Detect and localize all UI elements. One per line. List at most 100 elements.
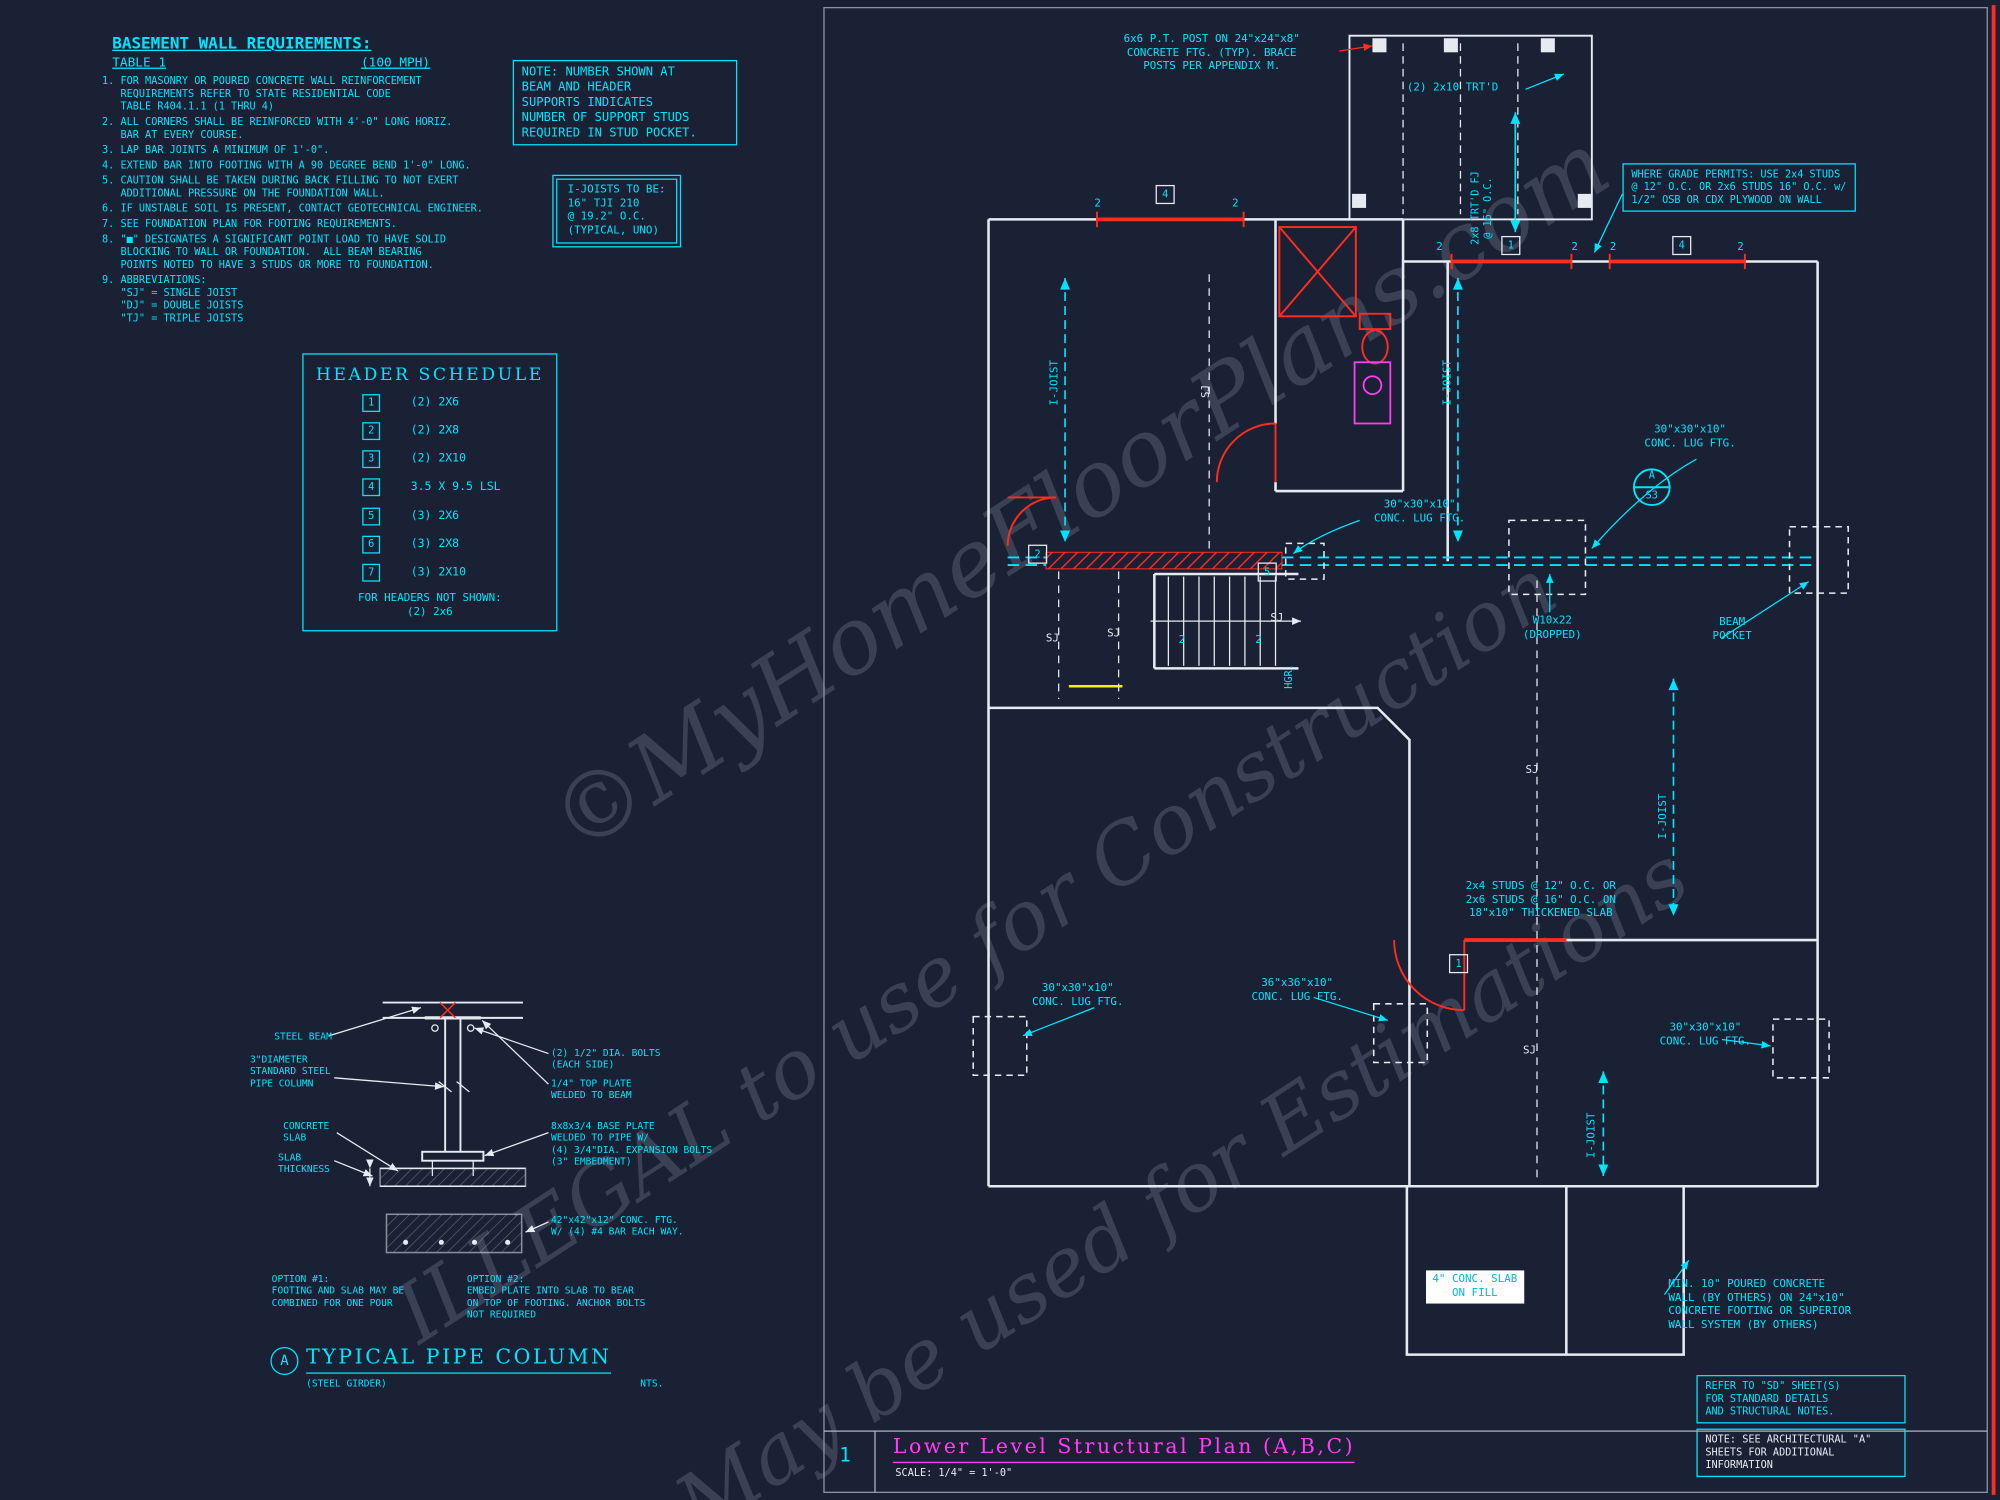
header-num-3: 3: [362, 450, 381, 469]
stud-count-2-3: 2: [1436, 241, 1443, 254]
toilet-tank: [1358, 312, 1392, 331]
header-size-7: (3) 2X10: [410, 566, 467, 580]
ijoist-label-4: I-JOIST: [1585, 1112, 1599, 1159]
red-headers: [1006, 211, 1746, 1012]
detail-nts: NTS.: [640, 1377, 664, 1390]
basement-mph-label: (100 MPH): [360, 56, 431, 71]
label-steel-beam: STEEL BEAM: [274, 1030, 332, 1043]
basement-note-8: 8. "■" DESIGNATES A SIGNIFICANT POINT LO…: [102, 233, 447, 271]
label-conc-footing: 42"x42"x12" CONC. FTG. W/ (4) #4 BAR EAC…: [551, 1214, 684, 1238]
basement-note-5: 5. CAUTION SHALL BE TAKEN DURING BACK FI…: [102, 174, 459, 199]
post-note: 6x6 P.T. POST ON 24"x24"x8" CONCRETE FTG…: [1123, 33, 1300, 74]
ijoist-label-3: I-JOIST: [1656, 793, 1670, 840]
detail-subtitle: (STEEL GIRDER): [306, 1377, 387, 1390]
door-arc-closet: [1006, 496, 1057, 546]
footing-rebar: [403, 1239, 511, 1245]
lug-ftg-bottom-left: 30"x30"x10" CONC. LUG FTG.: [1032, 982, 1124, 1009]
label-top-plate: 1/4" TOP PLATE WELDED TO BEAM: [551, 1077, 632, 1102]
stud-marker-4b: 4: [1672, 235, 1692, 256]
sj-label-6: SJ: [1522, 1044, 1537, 1058]
stud-count-2-2: 2: [1232, 197, 1239, 211]
stud-marker-2a: 2: [1028, 544, 1048, 564]
studs-note: 2x4 STUDS @ 12" O.C. OR 2x6 STUDS @ 16" …: [1465, 880, 1616, 920]
label-pipe-column: 3"DIAMETER STANDARD STEEL PIPE COLUMN: [249, 1053, 331, 1089]
header-schedule-footer: FOR HEADERS NOT SHOWN: (2) 2x6: [358, 591, 502, 619]
label-base-plate: 8x8x3/4 BASE PLATE WELDED TO PIPE W/ (4)…: [551, 1119, 713, 1168]
header-num-6: 6: [362, 535, 381, 554]
basement-notes-list: 1. FOR MASONRY OR POURED CONCRETE WALL R…: [102, 75, 485, 325]
walls: [987, 218, 1819, 1356]
w10x22-label: W10x22 (DROPPED): [1522, 614, 1582, 642]
stud-marker-1b: 1: [1448, 954, 1469, 974]
basement-note-9: 9. ABBREVIATIONS: "SJ" = SINGLE JOIST "D…: [102, 274, 244, 324]
joist-lines: [1058, 274, 1538, 1180]
dropped-beam: [1007, 551, 1818, 570]
beam-hatch: [1045, 551, 1283, 570]
fj-note: 2x8 TRT'D FJ @ 16" O.C.: [1469, 171, 1494, 245]
basement-note-6: 6. IF UNSTABLE SOIL IS PRESENT, CONTACT …: [102, 202, 483, 215]
detail-leaders: [328, 1006, 549, 1233]
trtd-note: (2) 2x10 TRT'D: [1406, 81, 1499, 95]
header-schedule-title: HEADER SCHEDULE: [315, 364, 544, 386]
slab-on-fill-label: 4" CONC. SLAB ON FILL: [1426, 1270, 1524, 1304]
stud-marker-4a: 4: [1155, 184, 1175, 205]
stud-count-2-4: 2: [1571, 241, 1578, 254]
sheet-border: [823, 5, 1996, 1495]
door-arc-bath: [1215, 422, 1277, 483]
grade-permits-box: WHERE GRADE PERMITS: USE 2x4 STUDS @ 12"…: [1622, 163, 1856, 212]
header-size-5: (3) 2X6: [410, 510, 460, 523]
sj-label-2: SJ: [1045, 632, 1059, 646]
header-size-1: (2) 2X6: [410, 396, 460, 410]
label-bolts: (2) 1/2" DIA. BOLTS (EACH SIDE): [551, 1047, 661, 1071]
header-size-2: (2) 2X8: [410, 424, 460, 438]
detail-title: TYPICAL PIPE COLUMN: [306, 1344, 612, 1374]
label-option1: OPTION #1: FOOTING AND SLAB MAY BE COMBI…: [271, 1272, 405, 1309]
sj-label-1: SJ: [1200, 384, 1214, 398]
deck-posts: [1352, 38, 1592, 208]
ijoist-note-box: I-JOISTS TO BE: 16" TJI 210 @ 19.2" O.C.…: [552, 174, 681, 247]
stud-pocket-note-box: NOTE: NUMBER SHOWN AT BEAM AND HEADER SU…: [512, 59, 738, 146]
stud-count-2-6: 2: [1737, 241, 1744, 254]
stud-count-2-1: 2: [1094, 197, 1101, 211]
basement-note-3: 3. LAP BAR JOINTS A MINIMUM OF 1'-0".: [102, 144, 330, 156]
ijoist-note-text: I-JOISTS TO BE: 16" TJI 210 @ 19.2" O.C.…: [556, 178, 677, 243]
stud-count-2-8: 2: [1255, 633, 1262, 647]
sj-label-4: SJ: [1270, 612, 1284, 625]
lug-ftg-center: 30"x30"x10" CONC. LUG FTG.: [1373, 498, 1466, 526]
sheet-number: 1: [839, 1443, 851, 1467]
lug-ftg-top-right: 30"x30"x10" CONC. LUG FTG.: [1644, 423, 1736, 450]
header-size-6: (3) 2X8: [410, 538, 460, 552]
section-marker-top: A: [1648, 469, 1655, 481]
lug-ftg-bottom-right: 30"x30"x10" CONC. LUG FTG.: [1659, 1021, 1752, 1048]
pipe-column-detail-drawing: [328, 1001, 549, 1254]
header-size-4: 3.5 X 9.5 LSL: [410, 480, 501, 494]
detail-weld-marks: [439, 1002, 456, 1019]
sheet-scale: SCALE: 1/4" = 1'-0": [895, 1466, 1013, 1479]
refer-sd-box: REFER TO "SD" SHEET(S) FOR STANDARD DETA…: [1696, 1374, 1906, 1424]
sheet-title: Lower Level Structural Plan (A,B,C): [892, 1434, 1356, 1464]
beam-pocket-rect: [1788, 526, 1849, 594]
header-num-1: 1: [362, 394, 381, 412]
basement-note-2: 2. ALL CORNERS SHALL BE REINFORCED WITH …: [102, 116, 453, 141]
header-num-2: 2: [362, 422, 381, 441]
header-num-7: 7: [362, 563, 381, 582]
header-num-5: 5: [362, 507, 381, 526]
sj-label-3: SJ: [1107, 627, 1121, 641]
basement-title: BASEMENT WALL REQUIREMENTS:: [112, 33, 372, 53]
ijoist-label-2: I-JOIST: [1441, 359, 1455, 406]
deck-framing: [1348, 34, 1593, 221]
stud-marker-5: 5: [1257, 562, 1277, 582]
section-marker-bottom: S3: [1645, 489, 1658, 502]
stud-count-2-5: 2: [1609, 241, 1617, 254]
toilet-bowl: [1361, 329, 1389, 365]
min-wall-note: MIN. 10" POURED CONCRETE WALL (BY OTHERS…: [1668, 1278, 1852, 1332]
stud-marker-1a: 1: [1501, 235, 1521, 256]
leader-lines: [1022, 43, 1810, 1296]
header-schedule: HEADER SCHEDULE 1 (2) 2X6 2 (2) 2X8 3 (2…: [302, 353, 558, 632]
label-option2: OPTION #2: EMBED PLATE INTO SLAB TO BEAR…: [466, 1272, 646, 1321]
basement-note-7: 7. SEE FOUNDATION PLAN FOR FOOTING REQUI…: [102, 218, 397, 230]
stud-count-2-7: 2: [1178, 633, 1186, 647]
detail-letter-circle: A: [270, 1346, 299, 1375]
